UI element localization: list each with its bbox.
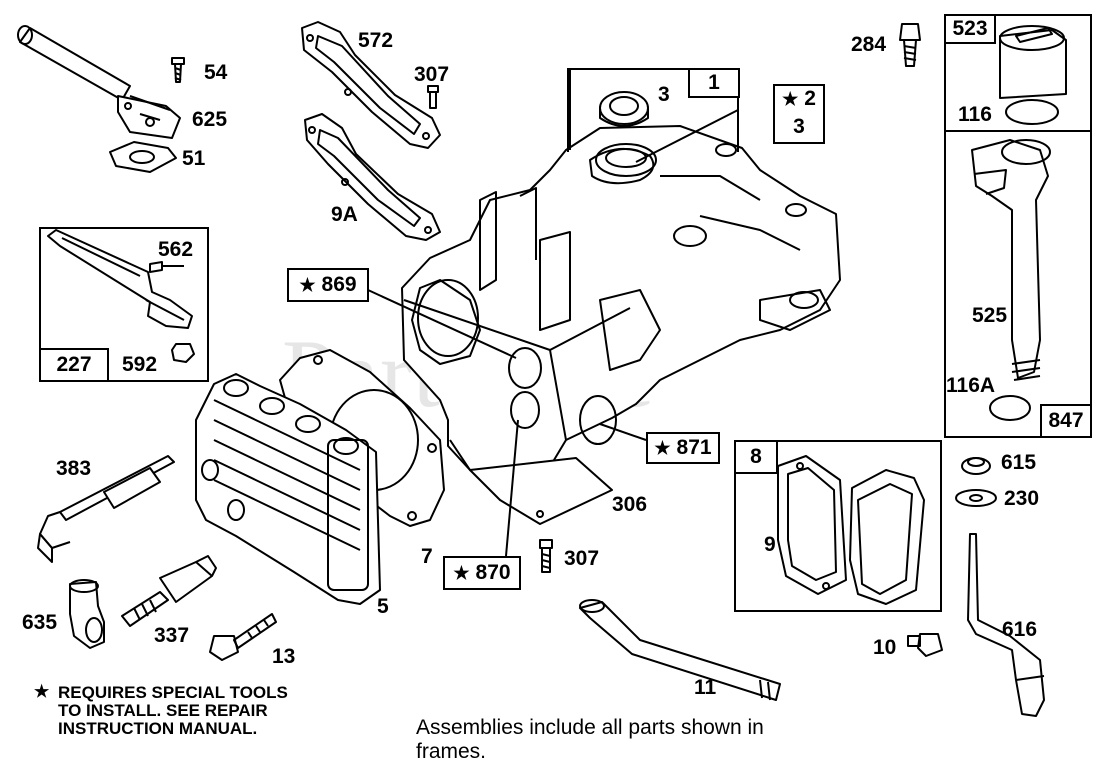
lever-562-drawing	[47, 229, 195, 363]
part-label-870: 870	[475, 561, 511, 584]
breather-tube-drawing	[17, 25, 181, 139]
part-label-615[interactable]: 615	[1001, 451, 1037, 474]
part-label-10[interactable]: 10	[873, 636, 897, 659]
gasket-51-drawing	[109, 141, 177, 173]
part-label-3b-box[interactable]: 3	[773, 112, 825, 144]
star-icon: ★	[34, 682, 50, 701]
part-label-51[interactable]: 51	[182, 147, 206, 170]
o-ring-116-drawing	[1005, 99, 1059, 125]
footnote-line-2: TO INSTALL. SEE REPAIR	[58, 701, 268, 720]
gasket-9A-drawing	[304, 113, 441, 241]
part-label-1: 1	[708, 71, 720, 94]
leader-lines	[367, 68, 739, 557]
part-label-635[interactable]: 635	[22, 611, 58, 634]
frame-assembly-1	[567, 68, 739, 152]
part-label-572[interactable]: 572	[358, 29, 394, 52]
part-label-3a[interactable]: 3	[658, 83, 670, 106]
screw-10-drawing	[907, 633, 943, 657]
part-label-230[interactable]: 230	[1004, 487, 1040, 510]
gasket-306-drawing	[469, 457, 613, 525]
part-label-307-top[interactable]: 307	[414, 63, 450, 86]
star-icon: ★	[782, 88, 799, 109]
footnote-line-3: INSTRUCTION MANUAL.	[58, 719, 258, 738]
frame-assembly-227	[39, 227, 209, 382]
cylinder-head-drawing	[195, 373, 381, 605]
part-label-523: 523	[952, 17, 988, 40]
part-label-2: 2	[804, 87, 816, 110]
caption-line-1: Assemblies include all parts shown in	[416, 716, 764, 739]
spark-plug-drawing	[121, 555, 217, 627]
star-icon: ★	[654, 437, 671, 458]
footnote-line-1: REQUIRES SPECIAL TOOLS	[58, 683, 288, 702]
caption-line-2: frames.	[416, 740, 487, 763]
breather-cover-drawing	[777, 455, 925, 605]
part-label-8-box[interactable]: 8	[734, 440, 778, 474]
part-label-9[interactable]: 9	[764, 533, 776, 556]
frame-divider-523	[944, 14, 1092, 132]
part-label-871: 871	[676, 436, 712, 459]
o-ring-116A-drawing	[989, 395, 1031, 421]
part-label-1-box[interactable]: 1	[688, 68, 740, 98]
part-label-2-box[interactable]: ★2	[773, 84, 825, 114]
part-label-116A[interactable]: 116A	[946, 374, 996, 397]
part-label-8: 8	[750, 445, 762, 468]
part-label-9A[interactable]: 9A	[331, 203, 358, 226]
part-label-54[interactable]: 54	[204, 61, 228, 84]
part-label-337[interactable]: 337	[154, 624, 190, 647]
part-label-625[interactable]: 625	[192, 108, 228, 131]
part-label-592[interactable]: 592	[122, 353, 158, 376]
part-label-7[interactable]: 7	[421, 545, 433, 568]
tube-11-drawing	[579, 599, 781, 701]
screw-54-drawing	[171, 57, 185, 83]
screw-307-top-drawing	[427, 85, 439, 109]
star-icon: ★	[453, 562, 470, 583]
part-label-307-mid[interactable]: 307	[564, 547, 600, 570]
washer-230-drawing	[955, 489, 997, 507]
spark-cover-drawing	[69, 579, 105, 649]
grommet-615-drawing	[961, 457, 991, 475]
screw-307-mid-drawing	[539, 539, 553, 573]
part-label-284[interactable]: 284	[851, 33, 887, 56]
part-label-870-box[interactable]: ★870	[443, 556, 521, 590]
gasket-572-drawing	[301, 21, 441, 149]
part-label-5[interactable]: 5	[377, 595, 389, 618]
dipstick-cap-drawing	[999, 25, 1067, 99]
part-label-525[interactable]: 525	[972, 304, 1008, 327]
part-label-227: 227	[56, 353, 92, 376]
screw-284-drawing	[899, 23, 921, 67]
part-label-871-box[interactable]: ★871	[646, 432, 720, 464]
dipstick-616-drawing	[967, 533, 1045, 717]
part-label-13[interactable]: 13	[272, 645, 296, 668]
part-label-869-box[interactable]: ★869	[287, 268, 369, 302]
part-label-11[interactable]: 11	[694, 676, 717, 699]
part-label-116[interactable]: 116	[958, 103, 992, 126]
part-label-847: 847	[1048, 409, 1084, 432]
part-label-227-box[interactable]: 227	[39, 348, 109, 382]
part-label-847-box[interactable]: 847	[1040, 404, 1092, 438]
tool-383-drawing	[37, 455, 175, 563]
part-label-3b: 3	[793, 115, 805, 138]
part-label-383[interactable]: 383	[56, 457, 92, 480]
oil-seal-drawing	[599, 91, 649, 127]
star-icon: ★	[299, 274, 316, 295]
dipstick-tube-drawing	[971, 139, 1051, 381]
part-label-306[interactable]: 306	[612, 493, 648, 516]
part-label-523-box[interactable]: 523	[944, 14, 996, 44]
bolt-13-drawing	[209, 613, 277, 661]
frame-assembly-8	[734, 440, 942, 612]
part-label-869: 869	[321, 273, 357, 296]
part-label-616[interactable]: 616	[1002, 618, 1038, 641]
part-label-562[interactable]: 562	[158, 238, 194, 261]
